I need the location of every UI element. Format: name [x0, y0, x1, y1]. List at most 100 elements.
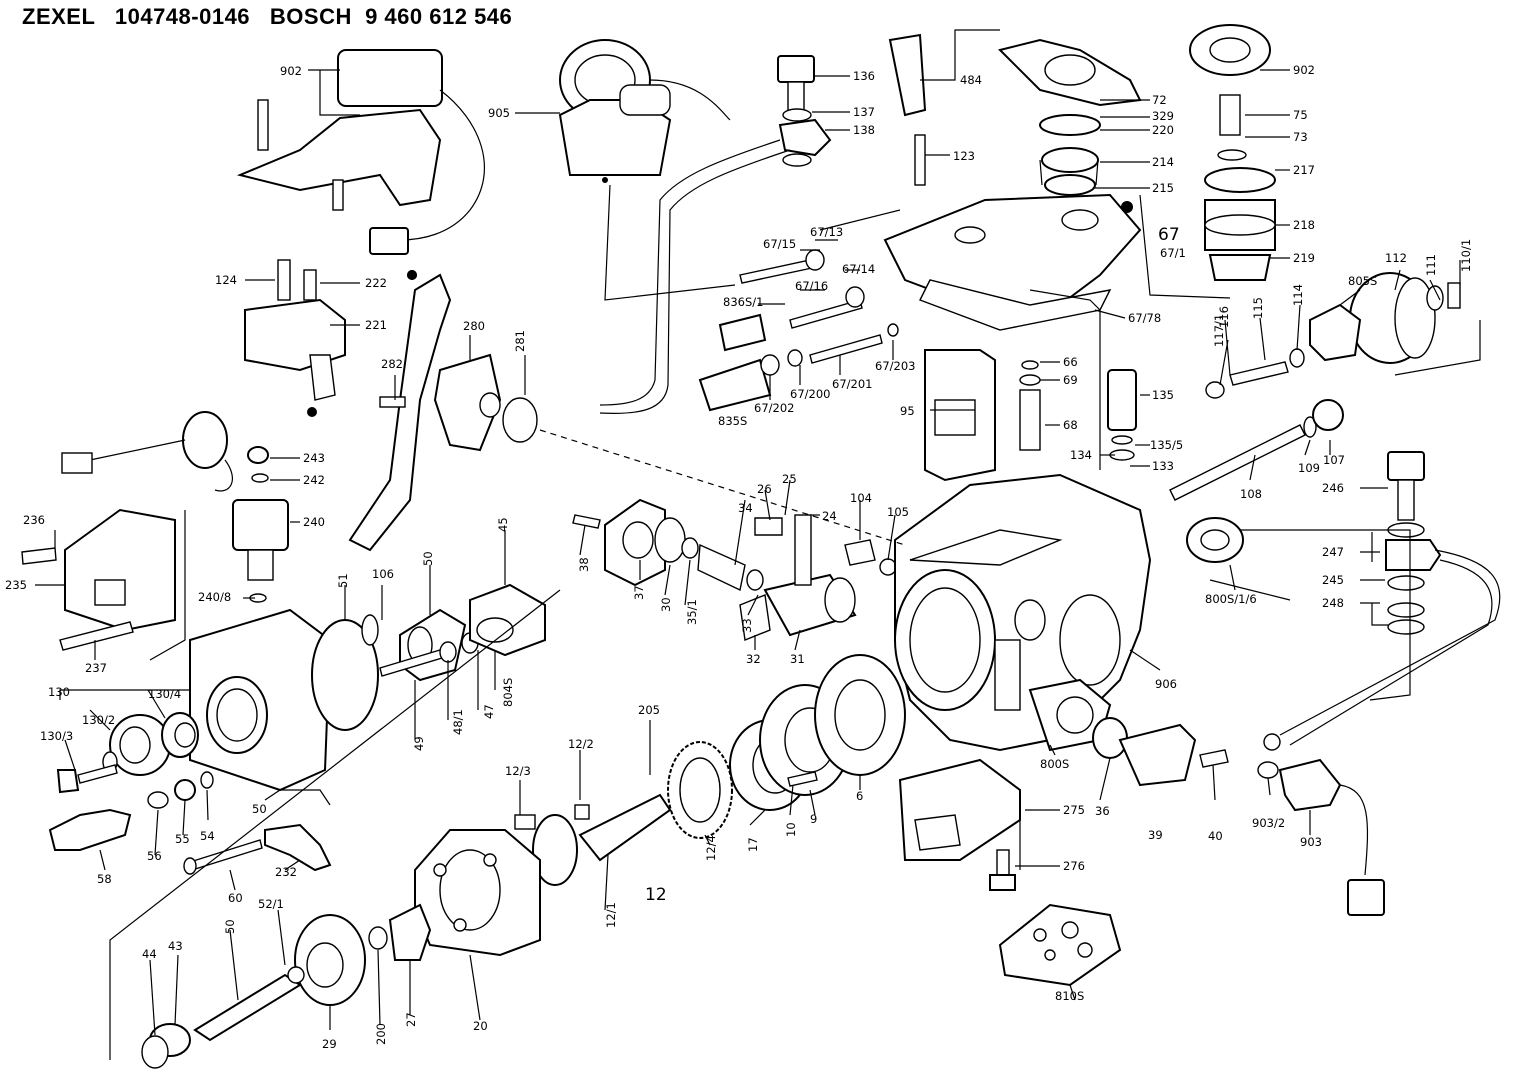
callout-55: 55 — [175, 832, 190, 846]
callout-222: 222 — [365, 276, 387, 290]
callout-67-202: 67/202 — [754, 401, 794, 415]
callout-902-right: 902 — [1293, 63, 1315, 77]
brand-bosch: BOSCH — [269, 4, 352, 29]
callout-10: 10 — [784, 822, 798, 837]
lever-280-drawing — [348, 270, 538, 552]
callout-240: 240 — [303, 515, 325, 529]
callout-124: 124 — [215, 273, 237, 287]
callout-39: 39 — [1148, 828, 1163, 842]
callout-240-8: 240/8 — [198, 590, 231, 604]
callout-35-1: 35/1 — [685, 599, 699, 625]
callout-31: 31 — [790, 652, 805, 666]
callout-906: 906 — [1155, 677, 1177, 691]
callout-45: 45 — [496, 517, 510, 532]
callout-276: 276 — [1063, 859, 1085, 873]
callout-215: 215 — [1152, 181, 1174, 195]
callout-68: 68 — [1063, 418, 1078, 432]
callout-282: 282 — [381, 357, 403, 371]
callout-232: 232 — [275, 865, 297, 879]
banjo-fitting-246-drawing — [1263, 451, 1501, 751]
callout-114: 114 — [1291, 284, 1305, 306]
cylinder-50-drawing — [379, 583, 546, 682]
callout-111: 111 — [1424, 254, 1438, 276]
callout-51: 51 — [336, 573, 350, 588]
callout-109: 109 — [1298, 461, 1320, 475]
brand-zexel: ZEXEL — [22, 4, 96, 29]
callout-52-1: 52/1 — [258, 897, 284, 911]
callout-836S-1: 836S/1 — [723, 295, 763, 309]
callout-58: 58 — [97, 872, 112, 886]
head-cover-67-drawing — [883, 193, 1142, 331]
drive-shaft-12-1-drawing — [514, 793, 672, 886]
callout-246: 246 — [1322, 481, 1344, 495]
roller-holder-20-drawing — [414, 829, 541, 957]
callout-12-2: 12/2 — [568, 737, 594, 751]
callout-44: 44 — [142, 947, 157, 961]
callout-903: 903 — [1300, 835, 1322, 849]
callout-136: 136 — [853, 69, 875, 83]
bracket-275-drawing — [898, 758, 1021, 891]
callout-221: 221 — [365, 318, 387, 332]
callout-248: 248 — [1322, 596, 1344, 610]
cover-plate-39-drawing — [1092, 717, 1385, 916]
timer-assembly-34-drawing — [572, 498, 897, 641]
callout-237: 237 — [85, 661, 107, 675]
parts-drawings — [21, 24, 1501, 1069]
callout-67-14: 67/14 — [842, 262, 875, 276]
drive-gear-12-4-drawing — [667, 654, 906, 839]
callout-137: 137 — [853, 105, 875, 119]
callout-214: 214 — [1152, 155, 1174, 169]
callout-107: 107 — [1323, 453, 1345, 467]
callout-66: 66 — [1063, 355, 1078, 369]
callout-32: 32 — [746, 652, 761, 666]
fuel-cut-solenoid-240-drawing — [61, 411, 289, 603]
callout-130-4: 130/4 — [148, 687, 181, 701]
callout-6: 6 — [856, 789, 863, 803]
callout-30: 30 — [659, 597, 673, 612]
callout-247: 247 — [1322, 545, 1344, 559]
callout-67-15: 67/15 — [763, 237, 796, 251]
callout-130-3: 130/3 — [40, 729, 73, 743]
callout-43: 43 — [168, 939, 183, 953]
callout-281: 281 — [513, 330, 527, 352]
callout-902-left: 902 — [280, 64, 302, 78]
callout-135-5: 135/5 — [1150, 438, 1183, 452]
banjo-bolt-136-drawing — [599, 55, 832, 414]
drive-shaft-108-drawing — [1169, 399, 1344, 501]
callout-903-2: 903/2 — [1252, 816, 1285, 830]
callout-116: 116 — [1217, 306, 1231, 328]
spring-stack-214-drawing — [1039, 114, 1101, 196]
callout-95: 95 — [900, 404, 915, 418]
callout-804S: 804S — [501, 678, 515, 707]
callout-115: 115 — [1251, 297, 1265, 319]
callout-219: 219 — [1293, 251, 1315, 265]
callout-235: 235 — [5, 578, 27, 592]
callout-108: 108 — [1240, 487, 1262, 501]
callout-67: 67 — [1158, 225, 1180, 245]
gasket-kit-810S-drawing — [998, 903, 1122, 987]
callout-810S: 810S — [1055, 989, 1084, 1003]
callout-60: 60 — [228, 891, 243, 905]
callout-905: 905 — [488, 106, 510, 120]
throttle-sensor-902-drawing — [236, 49, 485, 280]
end-housing-50-drawing — [189, 608, 379, 792]
callout-123: 123 — [953, 149, 975, 163]
callout-25: 25 — [782, 472, 797, 486]
valve-130-drawing — [56, 712, 199, 794]
callout-133: 133 — [1152, 459, 1174, 473]
callout-484: 484 — [960, 73, 982, 87]
callout-67-200: 67/200 — [790, 387, 830, 401]
callout-280: 280 — [463, 319, 485, 333]
callout-800S-1-6: 800S/1/6 — [1205, 592, 1257, 606]
callout-275: 275 — [1063, 803, 1085, 817]
callout-26: 26 — [757, 482, 772, 496]
callout-135: 135 — [1152, 388, 1174, 402]
callout-205: 205 — [638, 703, 660, 717]
callout-805S: 805S — [1348, 274, 1377, 288]
distributor-plunger-drawing — [141, 903, 432, 1069]
callout-835S: 835S — [718, 414, 747, 428]
callout-67-78: 67/78 — [1128, 311, 1161, 325]
cover-235-drawing — [21, 508, 176, 651]
callout-20: 20 — [473, 1019, 488, 1033]
